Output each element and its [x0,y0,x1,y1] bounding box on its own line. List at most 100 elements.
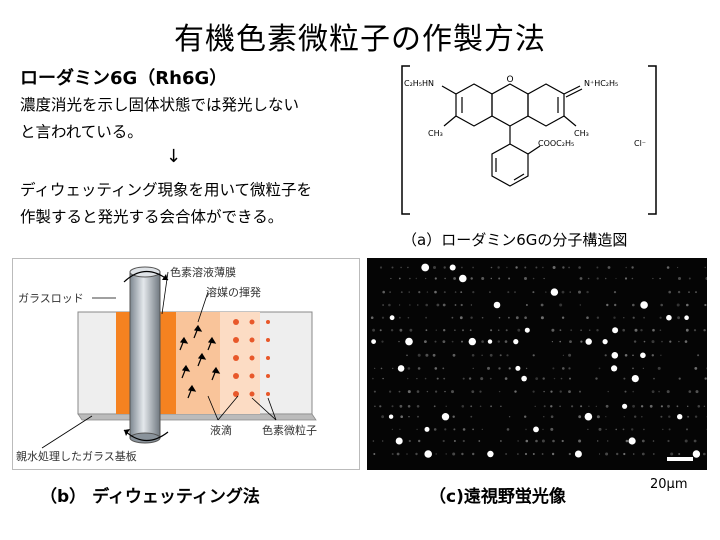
fluorescent-spot [406,453,408,455]
xanthene-core [441,83,583,187]
paragraph-1-line-1: 濃度消光を示し固体状態では発光しない [20,96,300,114]
fluorescent-spot [426,291,429,293]
fluorescent-spot [504,340,508,343]
fluorescent-spot [632,367,634,370]
fluorescent-spot [666,314,672,321]
fluorescent-spot [470,405,473,408]
fluorescent-spot [545,291,547,293]
fluorescent-spot [461,340,463,343]
fluorescent-spot [542,428,544,431]
fluorescent-spot [688,390,692,393]
fluorescent-spot [596,316,600,319]
fluorescent-spot [515,266,518,269]
fluorescent-spot [616,452,619,456]
fluorescent-spot [515,316,519,320]
fluorescent-spot [585,338,592,345]
fluorescent-spot [444,390,446,393]
paragraph-1: 濃度消光を示し固体状態では発光しない と言われている。 [20,92,299,146]
fluorescent-spot [498,277,501,280]
fluorescent-spot [517,440,519,442]
fluorescent-spot [443,377,446,380]
fluorescent-spot [424,340,427,343]
fluorescent-spot [487,339,493,344]
fluorescent-spot [479,405,482,408]
subtitle: ローダミン6G（Rh6G） [20,68,228,89]
fluorescent-spot [588,405,590,407]
fluorescent-spot [542,377,545,380]
fluorescent-spot [472,291,475,294]
fluorescent-spot [533,426,539,433]
fluorescent-spot [704,377,707,380]
fluorescent-spot [374,367,376,369]
fluorescent-spot [628,437,636,445]
fluorescent-spot [424,377,427,380]
fluorescent-spot [551,328,555,332]
fluorescent-spot [445,453,447,455]
fluorescent-spot [454,291,457,293]
fluorescent-spot [624,354,628,357]
fluorescent-spot [513,339,519,345]
fluorescent-spot [504,377,508,380]
fluorescent-spot [395,437,403,445]
fluorescent-spot [417,353,421,357]
fluorescent-spot [568,452,571,456]
fluorescent-spot [559,340,561,343]
fluorescent-spot [687,415,690,418]
fluorescent-spot [652,328,655,332]
fluorescent-spot [434,290,437,294]
fluorescent-spot [596,329,599,332]
fluorescent-spot [532,390,535,393]
fluorescent-spot [524,415,527,418]
droplet-label: 液滴 [210,423,232,437]
fluorescent-spot [703,452,706,456]
fluorescent-spot [459,274,467,283]
fluorescent-spot [624,390,627,393]
fluorescent-spot [391,428,394,431]
fluorescent-spot [666,266,670,269]
fluorescent-spot [408,439,411,443]
fluorescent-spot [481,354,483,356]
fluorescent-spot [605,452,609,456]
fluorescent-spot [540,303,544,307]
fluorescent-spot [622,428,625,431]
fluorescent-spot [506,266,508,269]
fluorescent-spot [586,316,589,319]
fluorescent-spot [434,367,438,370]
fluorescent-spot [703,405,706,407]
figure-c-caption: （c)遠視野蛍光像 [429,487,566,507]
fluorescent-spot [640,405,644,408]
fluorescent-spot [532,354,535,357]
fluorescent-spot [436,303,440,307]
fluorescent-spot [471,390,475,393]
fluorescent-spot [399,304,401,306]
fluorescent-spot [559,329,562,332]
fluorescent-spot [435,453,437,455]
fluorescent-spot [481,277,485,280]
fluorescent-spot [508,277,511,280]
fluorescent-spot [569,377,571,380]
fluorescent-spot [532,291,535,294]
fluorescent-spot [407,377,409,380]
fluorescent-spot [499,354,502,357]
fluorescent-spot [421,263,430,272]
fluorescent-spot [405,337,413,346]
fluorescent-spot [417,367,421,370]
fluorescent-spot [472,367,474,369]
fluorescent-spot [391,453,394,455]
fluorescent-spot [651,340,655,344]
fluorescent-spot [660,354,662,356]
fluorescent-spot [400,415,403,418]
fluorescent-spot [525,428,527,431]
fluorescent-spot [623,452,626,456]
fluorescent-spot [631,428,634,431]
fluorescent-spot [559,303,563,307]
fluorescent-spot [579,277,583,280]
fluorescent-spot [514,390,517,393]
fluorescent-spot [487,450,494,458]
fluorescent-spot [595,405,597,407]
fluorescent-spot [703,329,706,332]
fluorescent-spot [407,316,410,319]
fluorescent-spot [568,266,570,269]
fluorescent-spot [445,405,447,407]
fluorescent-spot [550,427,554,431]
